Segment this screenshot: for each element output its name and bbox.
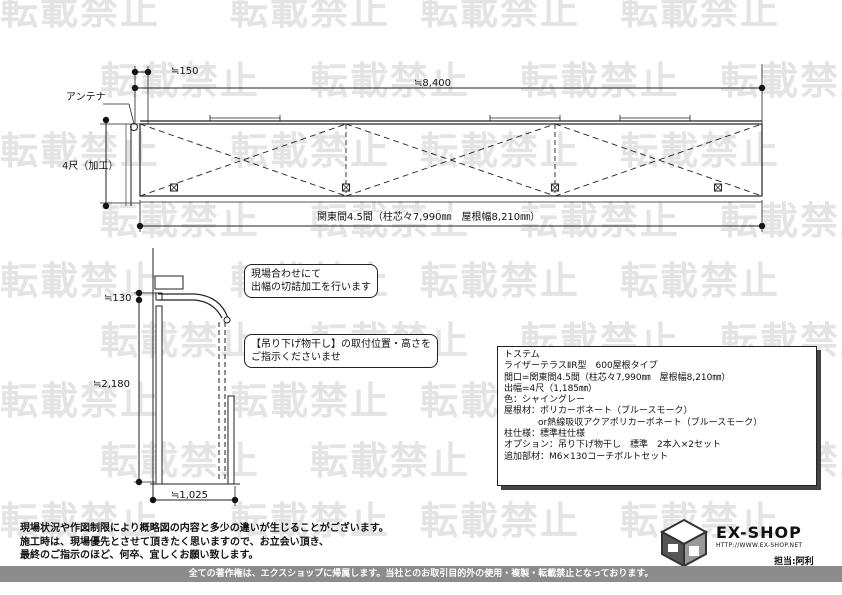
span-dimension-label: 関東間4.5間（柱芯々7,990㎜ 屋根幅8,210㎜） (317, 212, 541, 224)
spec-line: 色：シャイングレー (504, 395, 586, 406)
house-eave (154, 275, 184, 290)
gutter-icon (223, 316, 231, 324)
dimension-dot (102, 202, 110, 210)
watermark: 転載禁止 (230, 129, 391, 173)
brace (139, 123, 347, 197)
post-base (227, 395, 235, 485)
watermark: 転載禁止 (520, 59, 681, 103)
spec-line: 出幅=4尺（1,185㎜） (504, 383, 598, 394)
dimension-dot (149, 496, 157, 504)
roof-profile (158, 299, 223, 319)
spec-line: 追加部材：M6×130コーチボルトセット (504, 451, 669, 462)
post-mark (342, 183, 350, 192)
logo-name: EX-SHOP (716, 523, 802, 542)
disclaimer: 現場状況や作図制限により概略図の内容と多少の違いが生じることがございます。 施工… (20, 522, 389, 563)
hanger-position-note: 【吊り下げ物干し】の取付位置・高さを ご指示くださいませ (244, 334, 438, 368)
watermark: 転載禁止 (230, 0, 391, 33)
spec-line: or熱線吸収アクアポリカーボネート（ブルースモーク） (538, 417, 763, 428)
post-mark (714, 183, 722, 192)
wall-panel (155, 305, 163, 485)
watermark: 転載禁止 (100, 59, 261, 103)
logo-url: HTTP://WWW.EX-SHOP.NET (716, 542, 803, 549)
ex-shop-logo (659, 518, 709, 566)
disclaimer-line: 施工時は、現場優先とさせて頂きたく思いますので、お立会い頂き、 (20, 536, 329, 548)
watermark: 転載禁止 (0, 499, 161, 543)
brace (345, 123, 556, 197)
post-mark (551, 183, 559, 192)
total-width-dimension-label: ≒8,400 (414, 78, 452, 89)
note-line: 出幅の切詰加工を行います (251, 282, 371, 293)
spec-line: 屋根材：ポリカーボネート（ブルースモーク） (504, 406, 693, 417)
watermark: 転載禁止 (420, 499, 581, 543)
watermark: 転載禁止 (310, 439, 471, 483)
brace (554, 123, 763, 197)
watermark: 転載禁止 (420, 129, 581, 173)
watermark: 転載禁止 (720, 199, 842, 243)
beam-height-label: ≒130 (104, 293, 132, 304)
note-line: 【吊り下げ物干し】の取付位置・高さを (251, 339, 431, 350)
staff-name: 担当:阿利 (774, 557, 814, 567)
watermark: 転載禁止 (620, 0, 781, 33)
overhang-dimension-label: ≒150 (171, 66, 199, 77)
brace (139, 123, 347, 197)
disclaimer-line: 最終のご指示のほど、何卒、宜しくお願い致します。 (20, 550, 259, 561)
disclaimer-line: 現場状況や作図制限により概略図の内容と多少の違いが生じることがございます。 (20, 523, 389, 534)
watermark: 転載禁止 (420, 259, 581, 303)
copyright-footer: 全ての著作権は、エクスショップに帰属します。当社とのお取引目的外の使用・複製・転… (0, 566, 842, 582)
watermark: 転載禁止 (420, 0, 581, 33)
watermark: 転載禁止 (100, 319, 261, 363)
product-spec-box: トステムライザーテラスⅡR型 600屋根タイプ間口=関東間4.5間（柱芯々7,9… (497, 346, 817, 486)
antenna-label: アンテナ (66, 92, 106, 103)
cube-icon (659, 518, 709, 566)
watermark: 転載禁止 (310, 59, 471, 103)
watermark: 転載禁止 (620, 259, 781, 303)
spec-line: 間口=関東間4.5間（柱芯々7,990㎜ 屋根幅8,210㎜） (504, 372, 731, 383)
watermark: 転載禁止 (230, 379, 391, 423)
depth-dimension-label: 4尺（加工） (62, 161, 119, 172)
note-line: ご指示くださいませ (251, 352, 341, 363)
watermark: 転載禁止 (520, 199, 681, 243)
spec-line: トステム (504, 350, 540, 360)
watermark: 転載禁止 (720, 59, 842, 103)
cut-adjust-note: 現場合わせにて 出幅の切詰加工を行います (244, 264, 378, 298)
watermark: 転載禁止 (100, 199, 261, 243)
column-height-label: ≒2,180 (93, 379, 131, 390)
watermark: 転載禁止 (230, 499, 391, 543)
brace (554, 123, 763, 197)
note-line: 現場合わせにて (251, 269, 321, 280)
antenna-icon (130, 123, 138, 131)
roof-profile (158, 293, 229, 319)
watermark: 転載禁止 (0, 129, 161, 173)
watermark: 転載禁止 (0, 379, 161, 423)
spec-line: 柱仕様：標準柱仕様 (504, 429, 586, 440)
spec-line: ライザーテラスⅡR型 600屋根タイプ (504, 361, 658, 372)
spec-line: オプション：吊り下げ物干し 標準 2本入×2セット (504, 440, 721, 451)
dimension-dot (102, 116, 110, 124)
projection-dimension-label: ≒1,025 (171, 490, 209, 501)
watermark: 転載禁止 (0, 259, 161, 303)
antenna-leader (128, 103, 135, 125)
watermark: 転載禁止 (620, 129, 781, 173)
post-mark (170, 183, 178, 192)
watermark: 転載禁止 (0, 0, 161, 33)
